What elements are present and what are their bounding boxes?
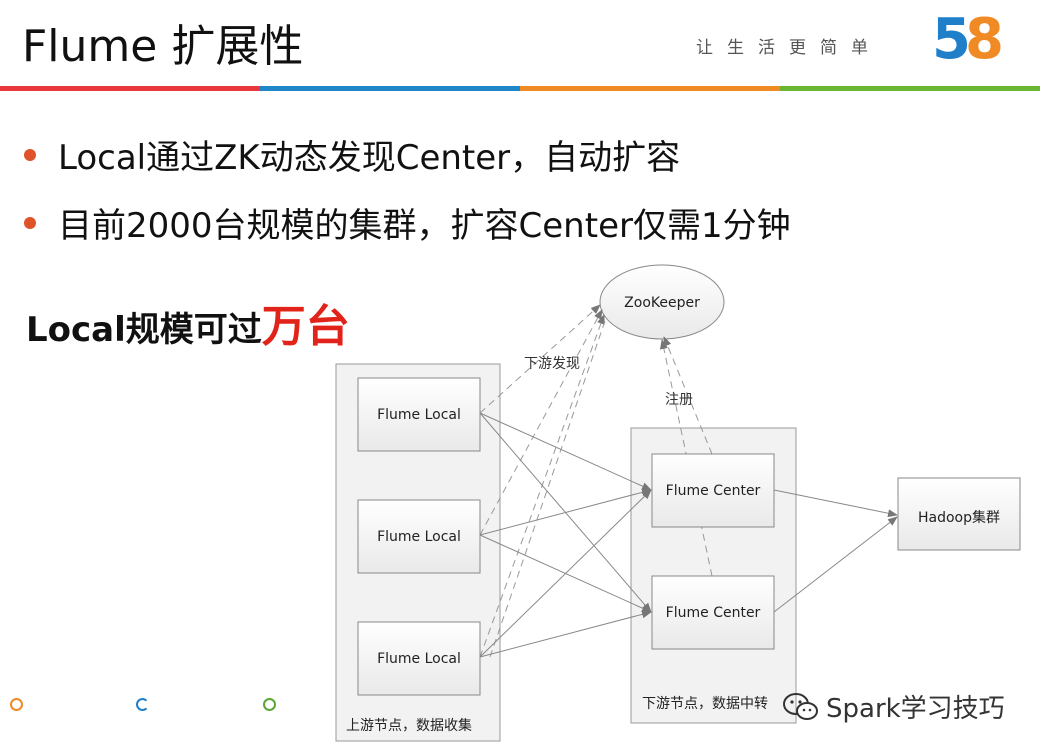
hadoop-label: Hadoop集群 (918, 509, 1000, 526)
page-title: Flume 扩展性 (22, 21, 304, 72)
color-bar-green (780, 86, 1040, 91)
flume-local-node (357, 621, 481, 696)
flume-local-label: Flume Local (377, 529, 461, 545)
discover-edge (479, 309, 603, 536)
discover-edges (479, 304, 607, 658)
brand-logo: 58 (932, 12, 1004, 68)
headline-text: Local规模可过 (26, 310, 262, 350)
data-edge (479, 489, 652, 658)
hadoop-node (897, 477, 1021, 551)
data-edge (773, 516, 898, 613)
flume-center-node (651, 453, 775, 528)
headline-highlight: 万台 (261, 301, 350, 352)
decor-ring-icon (263, 698, 276, 711)
flume-center-label: Flume Center (666, 605, 761, 621)
color-bar-orange (520, 86, 780, 91)
watermark: Spark学习技巧 (782, 688, 1005, 725)
logo-digit-1: 5 (932, 7, 971, 72)
bullet-dot-icon (24, 148, 36, 161)
data-edges (479, 412, 898, 658)
data-edge (479, 488, 652, 536)
data-edge (773, 489, 898, 518)
bullet-text: Local通过ZK动态发现Center，自动扩容 (58, 138, 681, 178)
color-bar-red (0, 86, 260, 91)
slogan: 让生活更简单 (696, 38, 882, 58)
color-bar (0, 86, 1040, 91)
zookeeper-node (599, 264, 725, 340)
zookeeper-label: ZooKeeper (624, 295, 700, 311)
flume-local-label: Flume Local (377, 407, 461, 423)
logo-digit-2: 8 (964, 7, 1004, 72)
register-edge (663, 336, 713, 455)
bullet-item: Local通过ZK动态发现Center，自动扩容 (24, 130, 680, 179)
flume-center-node (651, 575, 775, 650)
discover-edge (479, 304, 601, 414)
bullet-item: 目前2000台规模的集群，扩容Center仅需1分钟 (24, 198, 791, 247)
wechat-icon (783, 692, 818, 720)
decor-ring-icon (136, 698, 149, 711)
flume-local-node (357, 377, 481, 452)
flume-local-node (357, 499, 481, 574)
center-group-label: 下游节点，数据中转 (642, 696, 768, 712)
data-edge (479, 610, 652, 658)
bullet-dot-icon (24, 216, 36, 229)
discover-label: 下游发现 (524, 356, 580, 372)
discover-edge (479, 314, 605, 658)
register-label: 注册 (665, 392, 693, 408)
flume-local-label: Flume Local (377, 651, 461, 667)
flume-center-label: Flume Center (666, 483, 761, 499)
headline: Local规模可过万台 (26, 290, 350, 354)
decor-ring-icon (10, 698, 23, 711)
color-bar-blue (260, 86, 520, 91)
data-edge (479, 412, 652, 491)
local-group-label: 上游节点，数据收集 (346, 717, 472, 734)
bullet-text: 目前2000台规模的集群，扩容Center仅需1分钟 (58, 206, 791, 246)
watermark-text: Spark学习技巧 (826, 694, 1005, 724)
